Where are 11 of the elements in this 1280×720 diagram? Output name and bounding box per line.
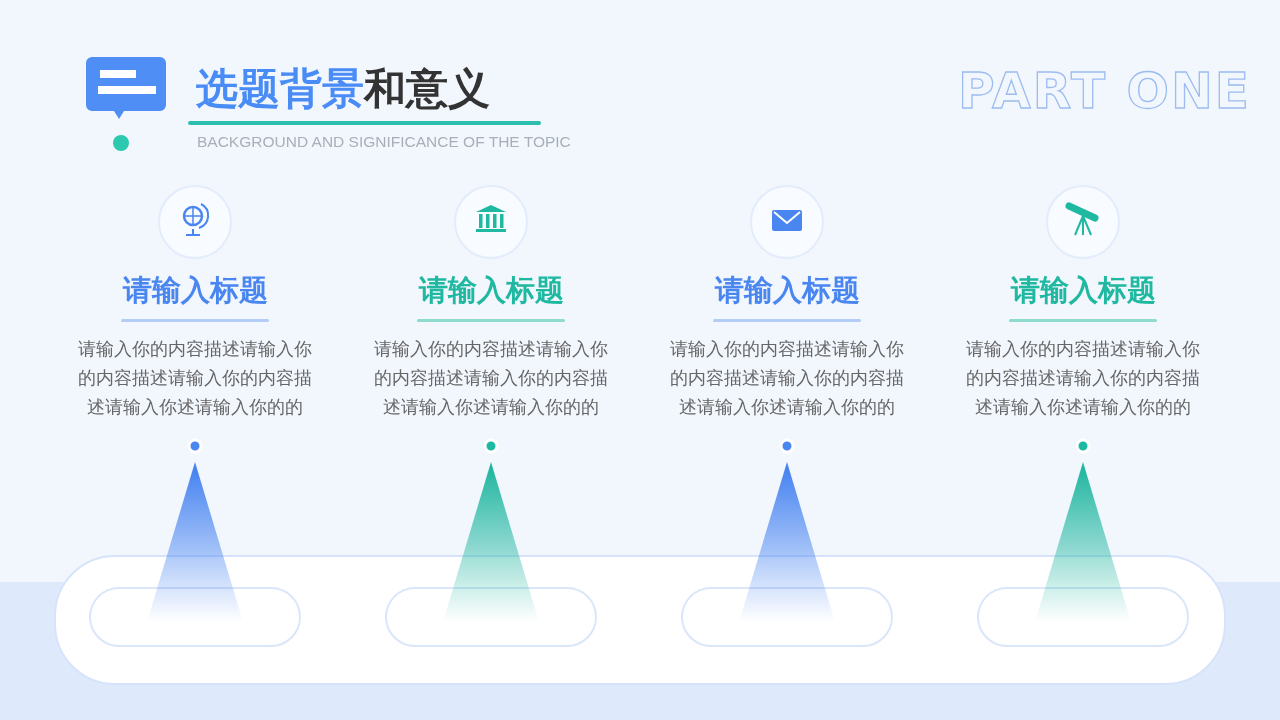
column-text: 请输入你的内容描述请输入你的内容描述请输入你的内容描述请输入你述请输入你的的 [373, 338, 609, 419]
column-text: 请输入你的内容描述请输入你的内容描述请输入你的内容描述请输入你述请输入你的的 [669, 338, 905, 419]
column-heading: 请输入标题 [121, 272, 269, 309]
column-heading: 请输入标题 [1009, 272, 1157, 309]
column-heading: 请输入标题 [713, 272, 861, 309]
column-text: 请输入你的内容描述请输入你的内容描述请输入你的内容描述请输入你述请输入你的的 [965, 338, 1201, 419]
part-heading: PART ONE [958, 62, 1252, 120]
column-heading: 请输入标题 [417, 272, 565, 309]
column-text: 请输入你的内容描述请输入你的内容描述请输入你的内容描述请输入你述请输入你的的 [77, 338, 313, 419]
subtitle: BACKGROUND AND SIGNIFICANCE OF THE TOPIC [197, 133, 571, 151]
title: 选题背景和意义 [196, 63, 490, 115]
